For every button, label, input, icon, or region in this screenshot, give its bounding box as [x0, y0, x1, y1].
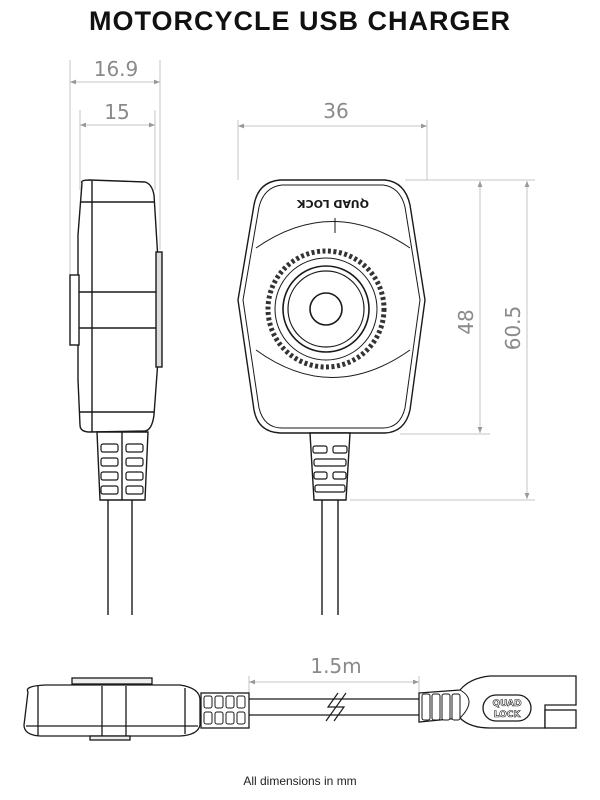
svg-text:LOCK: LOCK [494, 710, 522, 720]
overall-height-label: 60.5 [501, 306, 525, 351]
side-view [69, 179, 163, 615]
page-title: MOTORCYCLE USB CHARGER [88, 6, 512, 36]
brand-logo-text: QUAD LOCK [297, 197, 369, 210]
width-label: 36 [323, 99, 348, 123]
body-height-label: 48 [454, 309, 478, 334]
svg-text:QUAD: QUAD [492, 699, 521, 709]
cable-break-symbol [325, 692, 347, 722]
depth-body-label: 15 [104, 100, 129, 124]
cable-view: QUAD LOCK [23, 675, 577, 741]
depth-overall-label: 16.9 [94, 57, 139, 81]
front-view: QUAD LOCK [237, 179, 426, 615]
footnote: All dimensions in mm [243, 774, 357, 788]
front-view-dimensions [237, 120, 535, 501]
cable-length-label: 1.5m [310, 654, 361, 678]
